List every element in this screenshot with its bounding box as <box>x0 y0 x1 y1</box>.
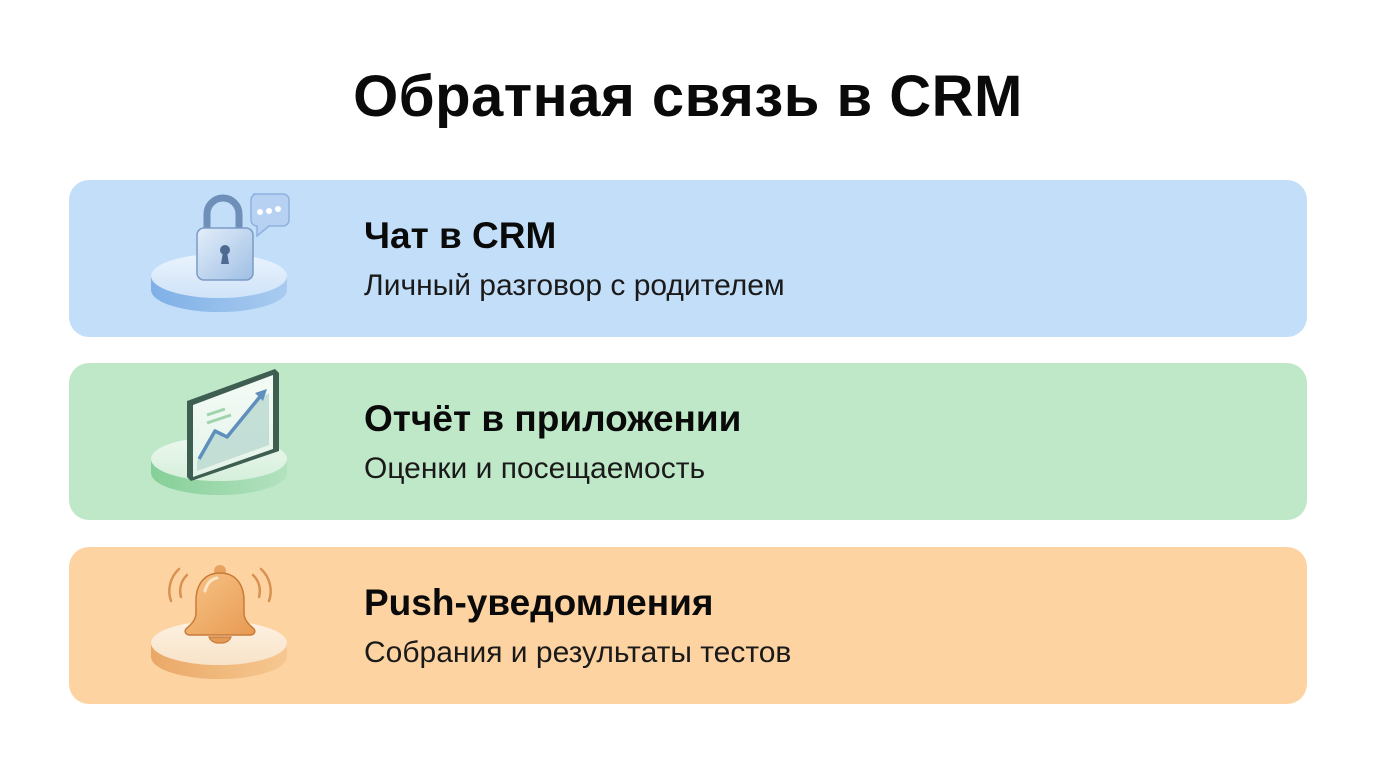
card-title: Чат в CRM <box>364 215 557 256</box>
bell-icon <box>145 547 295 704</box>
card-app-report: Отчёт в приложении Оценки и посещаемость <box>69 363 1307 520</box>
card-description: Собрания и результаты тестов <box>364 636 792 669</box>
lock-chat-icon <box>145 180 295 337</box>
tablet-chart-icon <box>145 363 295 520</box>
card-push-notifications: Push-уведомления Собрания и результаты т… <box>69 547 1307 704</box>
card-description: Оценки и посещаемость <box>364 452 706 485</box>
card-chat-crm: Чат в CRM Личный разговор с родителем <box>69 180 1307 337</box>
page-title: Обратная связь в CRM <box>353 64 1023 129</box>
card-title: Push-уведомления <box>364 582 714 623</box>
card-description: Личный разговор с родителем <box>364 269 785 302</box>
card-title: Отчёт в приложении <box>364 398 742 439</box>
